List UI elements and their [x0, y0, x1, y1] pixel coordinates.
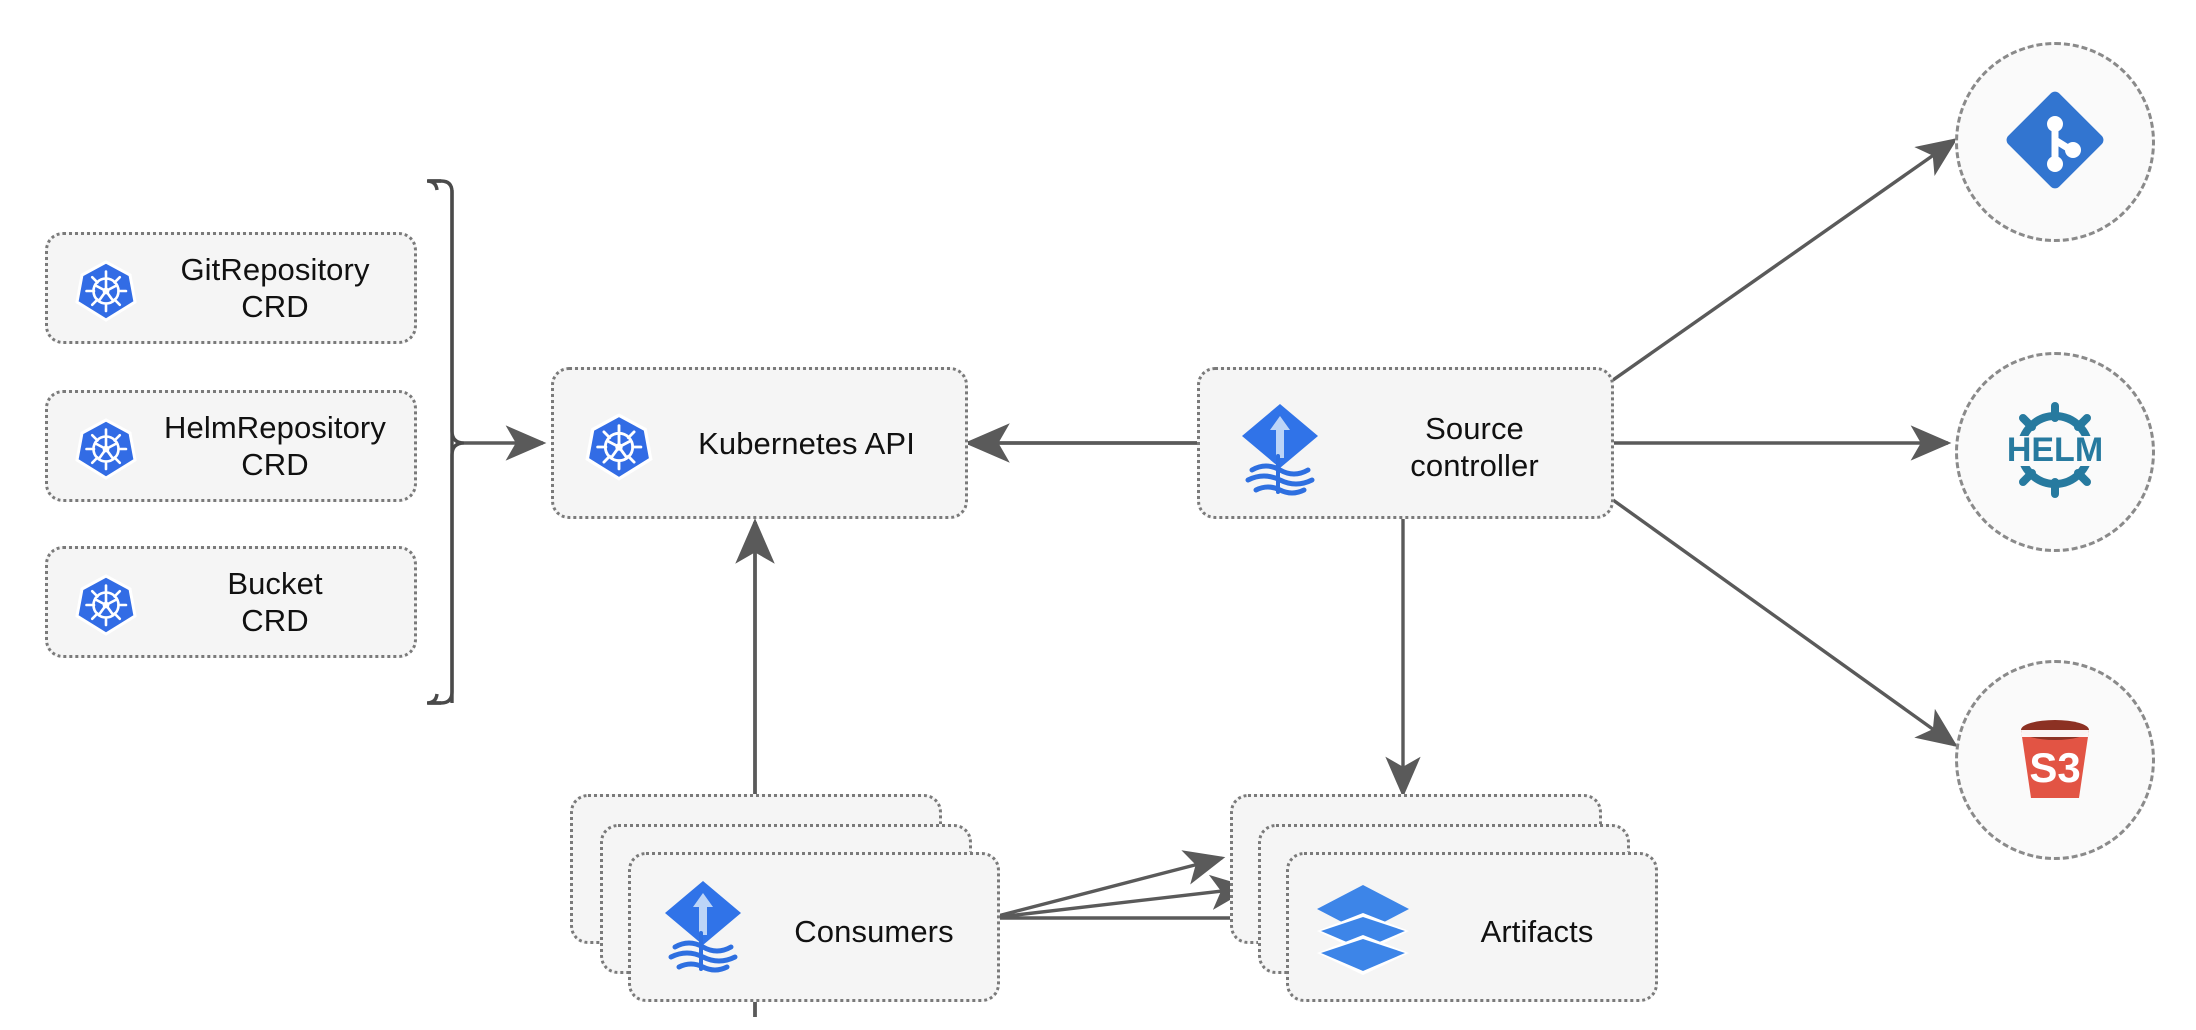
layers-icon — [1315, 883, 1411, 982]
node-label: GitRepository CRD — [180, 251, 370, 324]
s3-wordmark: S3 — [2029, 744, 2080, 791]
kubernetes-icon — [584, 412, 654, 487]
node-consumers[interactable]: Consumers — [628, 852, 1000, 1002]
flux-icon — [1232, 396, 1328, 501]
helm-icon: HELM — [1993, 388, 2117, 517]
git-icon — [1999, 84, 2111, 201]
node-bucket-crd[interactable]: Bucket CRD — [45, 546, 417, 658]
node-label: Kubernetes API — [698, 426, 915, 461]
source-helm[interactable]: HELM — [1955, 352, 2155, 552]
edge-consumers-to-artifacts-2 — [989, 874, 1252, 920]
edge-consumers-to-artifacts-1 — [989, 850, 1226, 920]
node-label: Source controller — [1410, 411, 1539, 484]
node-label: Consumers — [794, 914, 954, 949]
node-kubernetes-api[interactable]: Kubernetes API — [551, 367, 968, 519]
crd-group-brace — [426, 179, 465, 705]
edge-source-controller-to-s3 — [1612, 498, 1958, 747]
source-git[interactable] — [1955, 42, 2155, 242]
edge-source-controller-to-git — [1612, 138, 1958, 382]
node-artifacts[interactable]: Artifacts — [1286, 852, 1658, 1002]
node-label: HelmRepository CRD — [164, 409, 386, 482]
node-helmrepository-crd[interactable]: HelmRepository CRD — [45, 390, 417, 502]
helm-wordmark: HELM — [2007, 431, 2103, 469]
s3-bucket-icon: S3 — [1995, 698, 2115, 823]
flux-icon — [655, 873, 751, 978]
node-source-controller[interactable]: Source controller — [1197, 367, 1614, 519]
kubernetes-icon — [74, 417, 138, 486]
kubernetes-icon — [74, 259, 138, 328]
kubernetes-icon — [74, 573, 138, 642]
source-s3[interactable]: S3 — [1955, 660, 2155, 860]
node-label: Artifacts — [1480, 914, 1594, 949]
node-gitrepository-crd[interactable]: GitRepository CRD — [45, 232, 417, 344]
node-label: Bucket CRD — [227, 565, 323, 638]
